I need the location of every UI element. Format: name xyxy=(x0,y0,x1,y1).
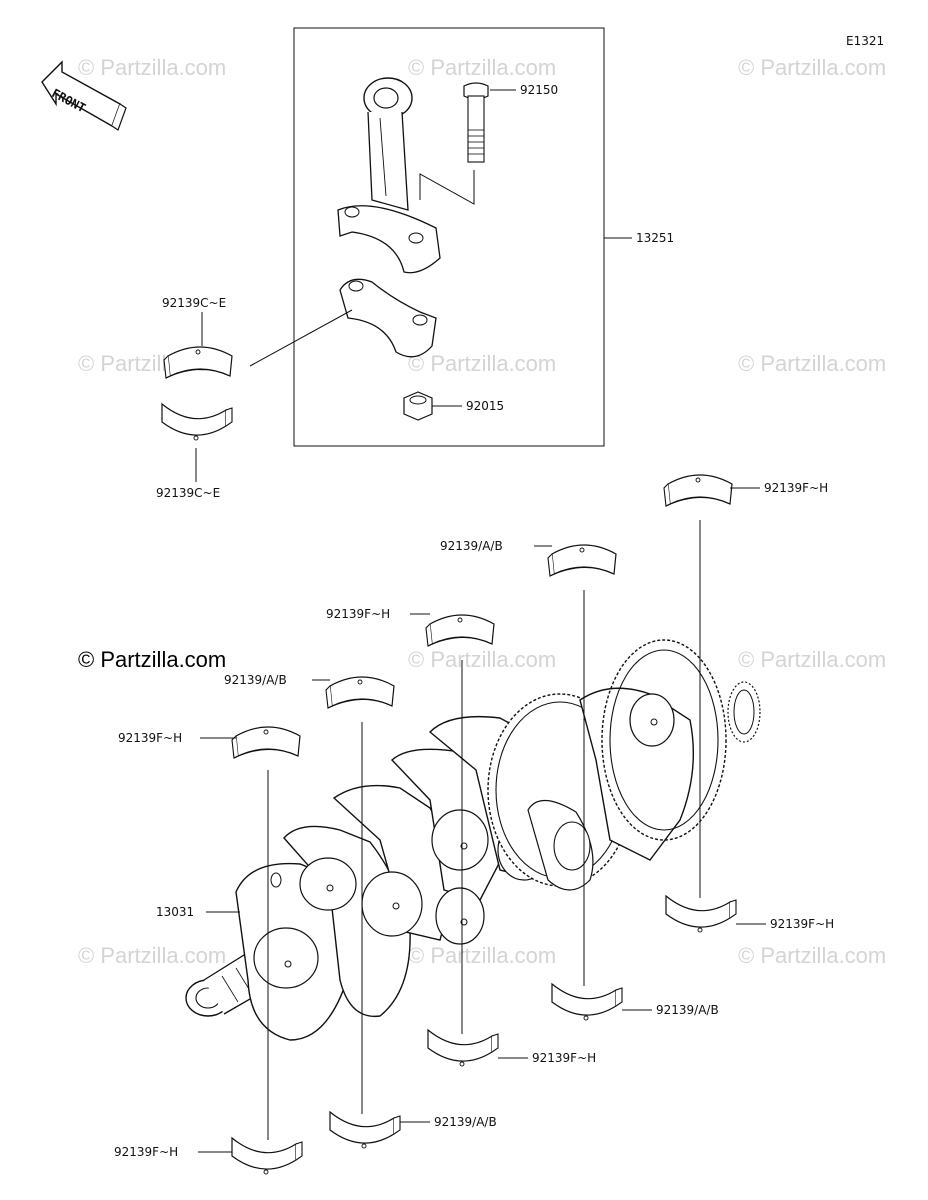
part-label-main-bearing[interactable]: 92139F~H xyxy=(114,1145,179,1159)
part-label-main-bearing[interactable]: 92139/A/B xyxy=(656,1003,719,1017)
part-label-main-bearing[interactable]: 92139/A/B xyxy=(224,673,287,687)
part-label-main-bearing[interactable]: 92139/A/B xyxy=(434,1115,497,1129)
diagram-code: E1321 xyxy=(846,34,885,48)
watermark: © Partzilla.com xyxy=(738,55,887,80)
part-label-13251[interactable]: 13251 xyxy=(636,231,675,245)
watermark: © Partzilla.com xyxy=(408,647,557,672)
watermark: © Partzilla.com xyxy=(78,943,227,968)
part-label-conrod-bearing-lower[interactable]: 92139C~E xyxy=(156,486,221,500)
part-label-13031[interactable]: 13031 xyxy=(156,905,195,919)
part-label-main-bearing[interactable]: 92139F~H xyxy=(118,731,183,745)
conrod-bolt xyxy=(463,82,489,163)
watermark: © Partzilla.com xyxy=(408,943,557,968)
front-arrow-icon xyxy=(41,60,127,131)
watermark: © Partzilla.com xyxy=(408,55,557,80)
conrod-group-box xyxy=(293,27,605,447)
part-label-main-bearing[interactable]: 92139F~H xyxy=(770,917,835,931)
part-label-main-bearing[interactable]: 92139F~H xyxy=(326,607,391,621)
conrod-nut xyxy=(403,391,433,421)
part-label-main-bearing[interactable]: 92139F~H xyxy=(764,481,829,495)
connecting-rod xyxy=(337,77,441,274)
part-label-92150[interactable]: 92150 xyxy=(520,83,559,97)
crankshaft xyxy=(185,639,761,1041)
part-label-92015[interactable]: 92015 xyxy=(466,399,505,413)
watermark: © Partzilla.com xyxy=(738,647,887,672)
watermark: © Partzilla.com xyxy=(738,351,887,376)
part-label-main-bearing[interactable]: 92139F~H xyxy=(532,1051,597,1065)
watermark: © Partzilla.com xyxy=(78,55,227,80)
copyright-text: © Partzilla.com xyxy=(78,647,227,672)
part-label-conrod-bearing-upper[interactable]: 92139C~E xyxy=(162,296,227,310)
watermark: © Partzilla.com xyxy=(408,351,557,376)
watermark: © Partzilla.com xyxy=(738,943,887,968)
conrod-cap xyxy=(339,278,437,358)
part-label-main-bearing[interactable]: 92139/A/B xyxy=(440,539,503,553)
